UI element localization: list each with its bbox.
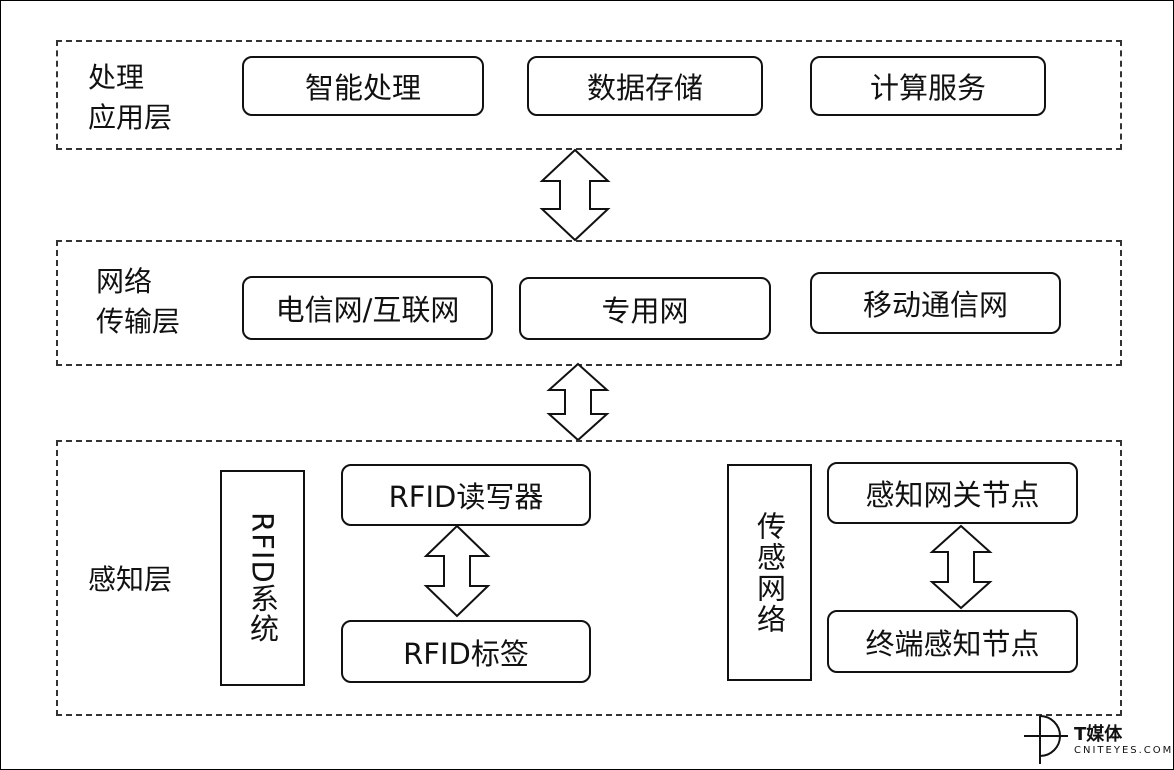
sensor-network-label: 传感网络	[752, 510, 787, 635]
rfid-tag-box: RFID标签	[341, 620, 591, 683]
double-arrow-reader-tag-icon	[423, 524, 491, 618]
watermark-site: CNITEYES.COM	[1074, 745, 1174, 756]
application-layer-label-line-1: 处理	[88, 61, 145, 94]
perception-layer-label: 感知层	[88, 563, 173, 596]
double-arrow-app-transport-icon	[539, 148, 611, 242]
double-arrow-transport-perception-icon	[546, 362, 610, 442]
smart-processing-box: 智能处理	[242, 56, 484, 116]
watermark-name: T媒体	[1074, 724, 1123, 745]
transport-layer-label-line-1: 网络	[96, 265, 153, 298]
watermark-logo: T媒体 CNITEYES.COM	[1022, 712, 1172, 768]
transport-layer-label-line-2: 传输层	[96, 305, 181, 338]
sensor-network-box: 传感网络	[727, 464, 812, 681]
tmedia-logo-icon	[1024, 715, 1068, 764]
terminal-node-box: 终端感知节点	[827, 610, 1078, 673]
rfid-system-box: RFID系统	[220, 470, 305, 686]
application-layer-label-line-2: 应用层	[88, 101, 173, 134]
mobile-network-box: 移动通信网	[810, 272, 1061, 334]
application-layer-label: 处理 应用层	[88, 58, 172, 138]
double-arrow-gateway-terminal-icon	[929, 524, 993, 610]
transport-layer	[56, 240, 1122, 366]
perception-layer	[56, 440, 1122, 716]
data-storage-box: 数据存储	[527, 56, 763, 116]
private-network-box: 专用网	[519, 277, 771, 340]
telecom-internet-box: 电信网/互联网	[242, 276, 493, 340]
application-layer	[56, 40, 1122, 150]
computing-service-box: 计算服务	[810, 56, 1046, 116]
gateway-node-box: 感知网关节点	[827, 462, 1078, 524]
transport-layer-label: 网络 传输层	[96, 262, 180, 342]
rfid-reader-box: RFID读写器	[341, 464, 591, 526]
rfid-system-label: RFID系统	[245, 512, 280, 644]
